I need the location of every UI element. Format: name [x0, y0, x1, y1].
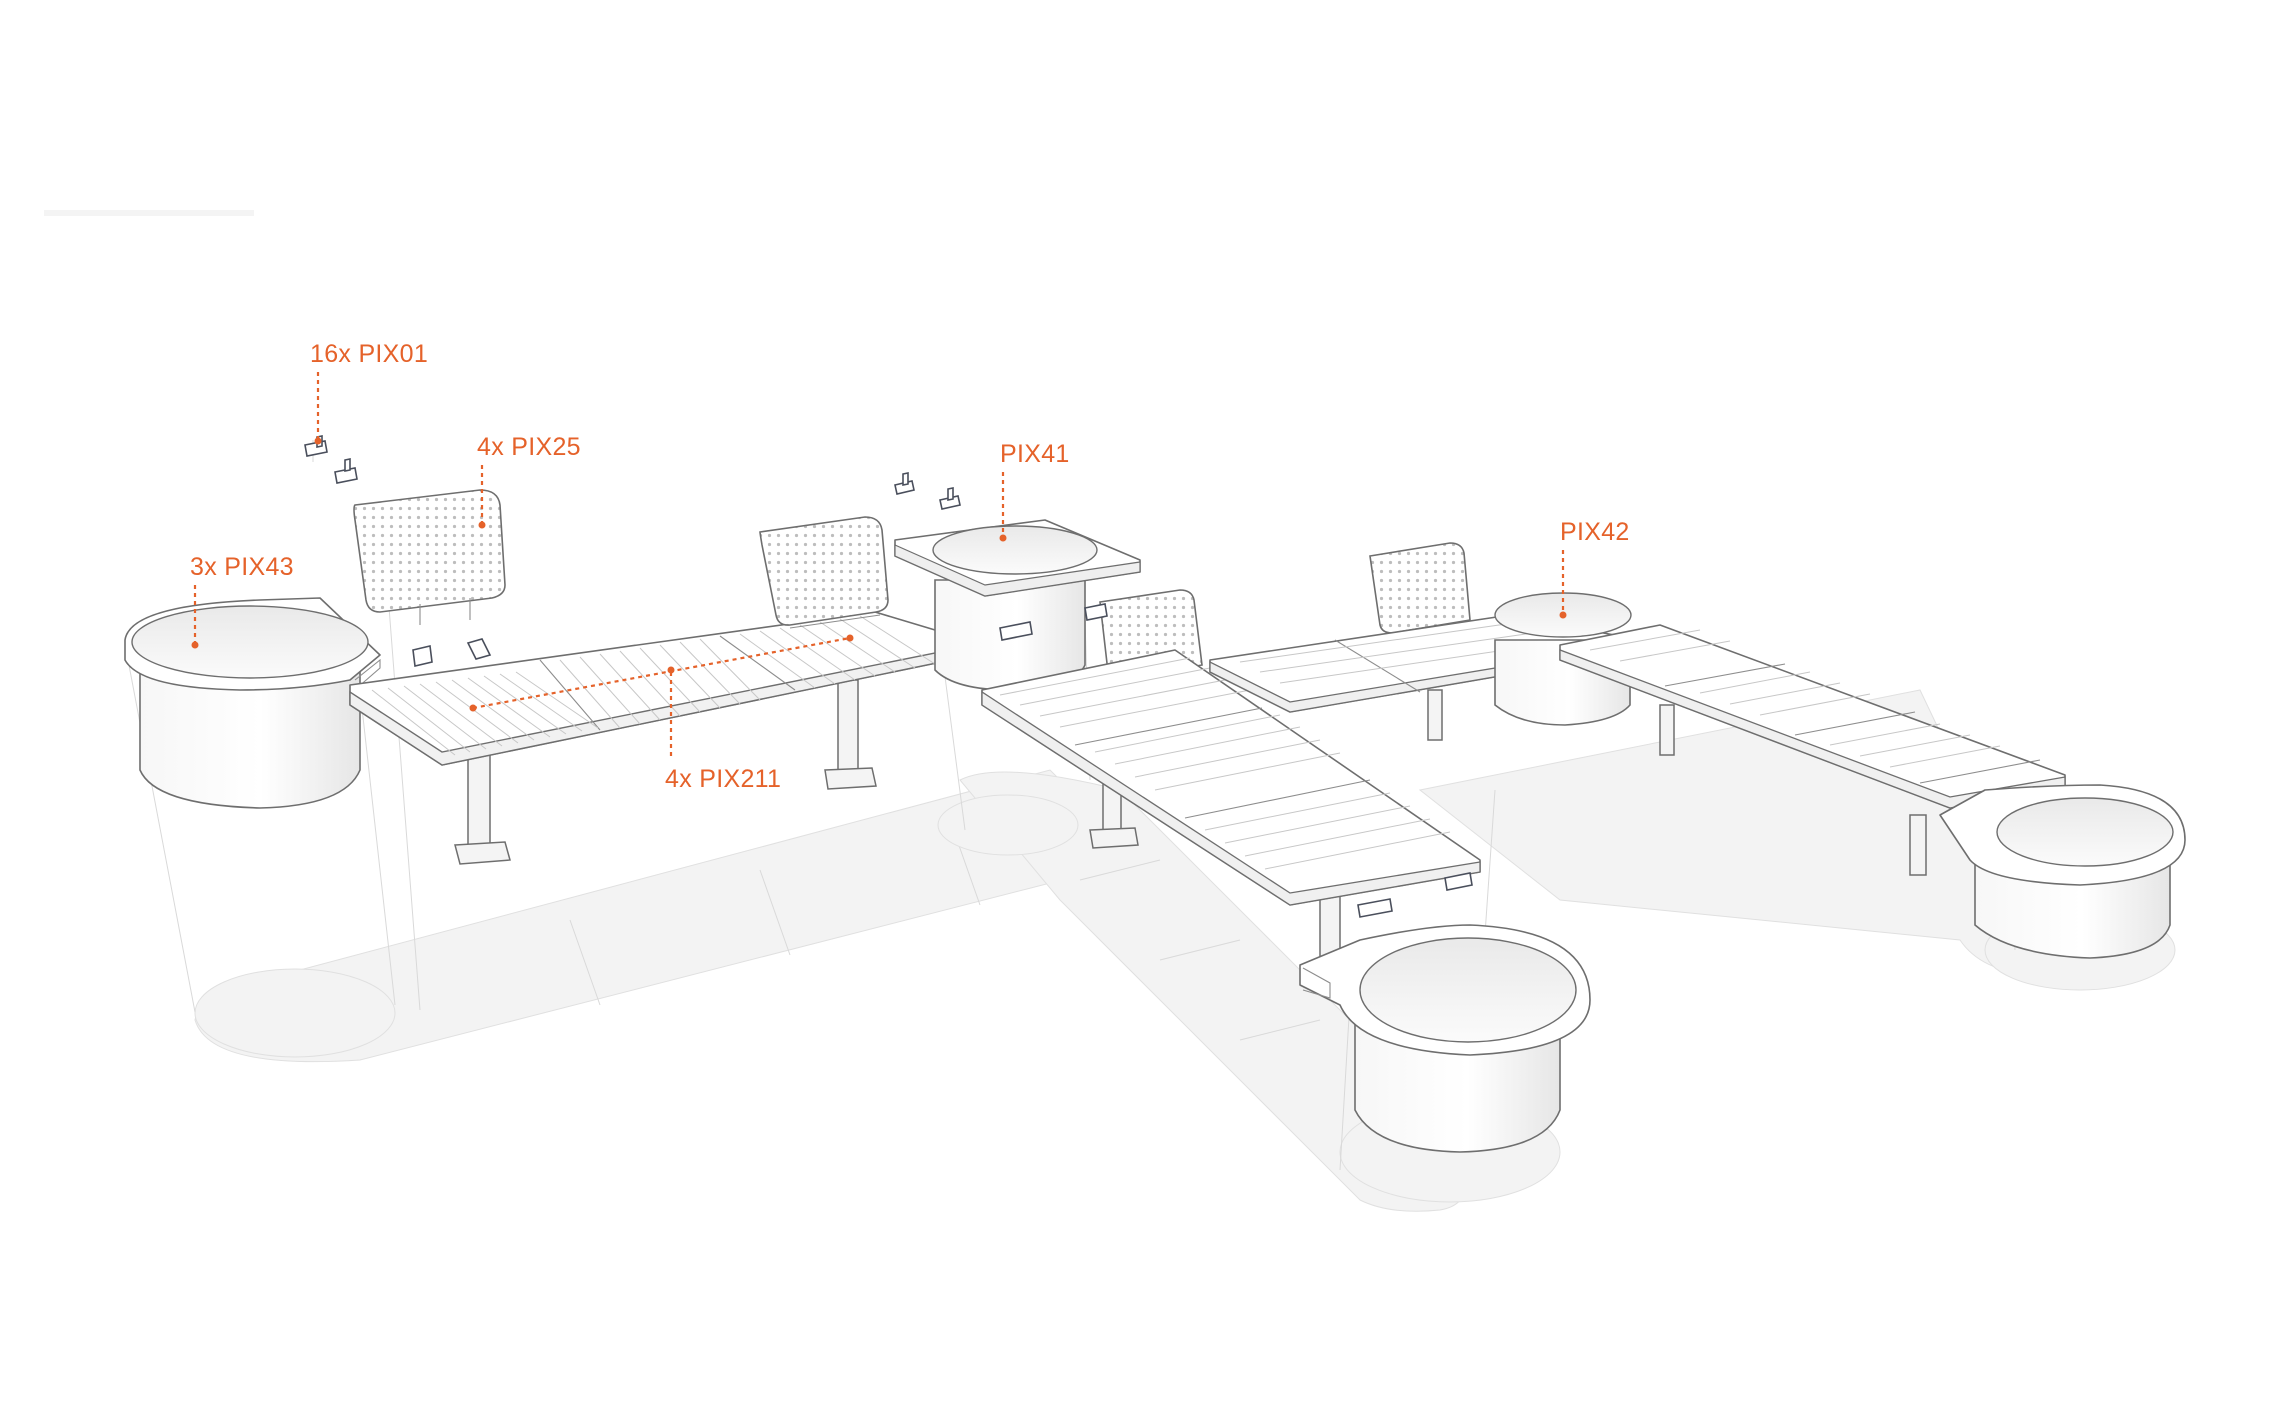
backrest-pix25-right — [1369, 542, 1471, 634]
callout-pix25: 4x PIX25 — [477, 433, 581, 529]
bracket-3 — [412, 645, 433, 667]
shadow-planter-left — [194, 968, 396, 1058]
planter-front — [1299, 924, 1591, 1153]
bracket-6 — [939, 487, 961, 510]
label-pix01: 16x PIX01 — [310, 340, 428, 368]
callout-pix43: 3x PIX43 — [190, 553, 294, 649]
callout-pix42: PIX42 — [1559, 518, 1630, 619]
callouts: 16x PIX01 4x PIX25 3x PIX43 PIX41 PIX42 — [190, 340, 1630, 793]
backrest-pix25-left — [353, 489, 506, 625]
bracket-2 — [334, 458, 358, 484]
bracket-7 — [999, 621, 1033, 641]
bench-middle — [981, 649, 1481, 986]
faint-mark — [44, 210, 254, 216]
shadow-planter-pix41 — [937, 794, 1079, 856]
callout-pix41: PIX41 — [999, 440, 1070, 542]
label-pix43: 3x PIX43 — [190, 553, 294, 581]
planter-right — [1939, 784, 2186, 959]
backrest-pix25-center — [759, 516, 889, 629]
bracket-10 — [1444, 872, 1473, 891]
label-pix25: 4x PIX25 — [477, 433, 581, 461]
bracket-9 — [1357, 898, 1393, 918]
label-pix42: PIX42 — [1560, 518, 1630, 546]
callout-pix01: 16x PIX01 — [310, 340, 428, 445]
bracket-8 — [1084, 603, 1108, 621]
planter-pix43-left — [124, 597, 381, 809]
label-pix211: 4x PIX211 — [665, 765, 781, 793]
bracket-4 — [466, 638, 492, 660]
label-pix41: PIX41 — [1000, 440, 1070, 468]
brackets-pix01 — [304, 435, 1473, 918]
bracket-5 — [894, 472, 915, 495]
callout-pix211: 4x PIX211 — [469, 634, 854, 793]
